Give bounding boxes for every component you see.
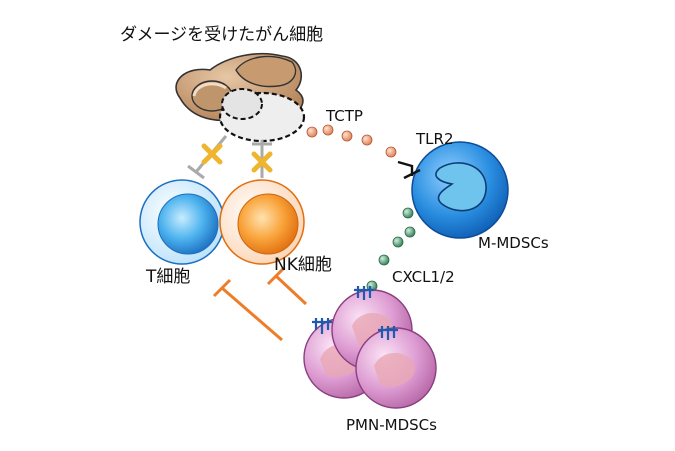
tlr2-label: TLR2 (415, 130, 454, 148)
t-cell (139, 179, 225, 265)
m-mdscs-label: M-MDSCs (478, 234, 549, 252)
damaged-cancer-cell-label: ダメージを受けたがん細胞 (120, 25, 323, 45)
nk-cell-label: NK細胞 (274, 255, 332, 275)
nk-cell (219, 179, 305, 265)
blocked-signal-nk-cell (251, 140, 273, 178)
pmn-mdscs-label: PMN-MDSCs (346, 416, 437, 434)
inhibition-arrow-nk-cell (266, 266, 308, 306)
t-cell-label: T細胞 (145, 267, 190, 287)
m-mdsc-cell (411, 141, 509, 239)
inhibition-arrow-t-cell (212, 278, 283, 342)
cxcr2-receptor-icon (312, 286, 398, 340)
tlr2-receptor (397, 160, 421, 180)
tctp-dots (306, 124, 397, 158)
damaged-cancer-cell (175, 52, 306, 143)
cxcl-label: CXCL1/2 (392, 268, 455, 286)
blocked-signal-t-cell (187, 135, 228, 180)
block-x-icon (201, 143, 223, 165)
cxcl-dots (366, 207, 416, 292)
pmn-mdsc-cell (355, 327, 437, 409)
pmn-mdsc-cluster (303, 286, 437, 409)
block-x-icon (251, 151, 273, 173)
tctp-label: TCTP (325, 107, 363, 125)
